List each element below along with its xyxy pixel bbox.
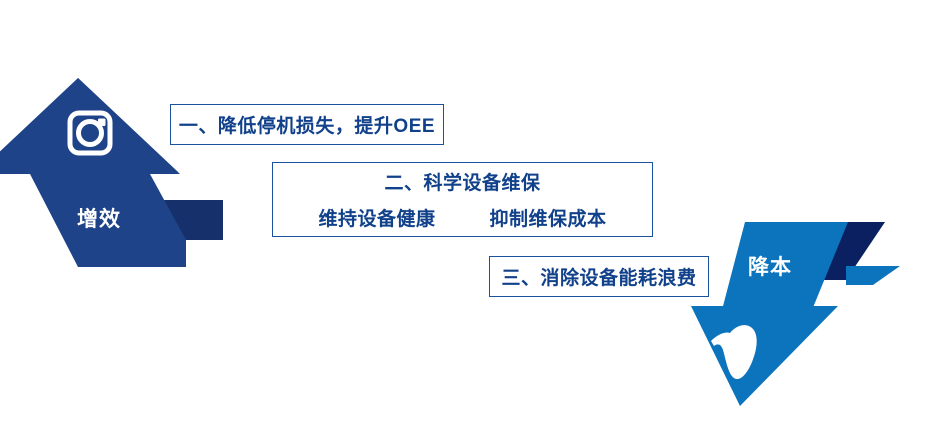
callout-three-title: 三、消除设备能耗浪费 (501, 268, 697, 289)
down-arrow-label: 降本 (748, 256, 792, 279)
callout-box-two[interactable]: 二、科学设备维保 维持设备健康 抑制维保成本 (272, 162, 653, 237)
down-arrow-head[interactable] (691, 306, 838, 406)
callout-two-subrow: 维持设备健康 抑制维保成本 (318, 204, 606, 231)
down-arrow-wing (846, 266, 900, 285)
up-arrow-shaft-left[interactable] (30, 174, 186, 267)
callout-box-one[interactable]: 一、降低停机损失，提升OEE (170, 104, 444, 145)
down-arrow-group[interactable] (691, 222, 900, 406)
callout-two-sub-left: 维持设备健康 (318, 209, 436, 230)
callout-box-three[interactable]: 三、消除设备能耗浪费 (489, 256, 709, 297)
up-arrow-head[interactable] (0, 78, 180, 174)
vimeo-v-icon (711, 325, 757, 380)
callout-two-sub-right: 抑制维保成本 (489, 209, 607, 230)
callout-two-title: 二、科学设备维保 (384, 173, 541, 194)
instagram-camera-icon (67, 110, 113, 156)
down-arrow-shaft[interactable] (722, 222, 848, 310)
callout-one-title: 一、降低停机损失，提升OEE (178, 116, 436, 137)
up-arrow-group[interactable] (0, 78, 223, 267)
up-arrow-label: 增效 (77, 208, 121, 231)
